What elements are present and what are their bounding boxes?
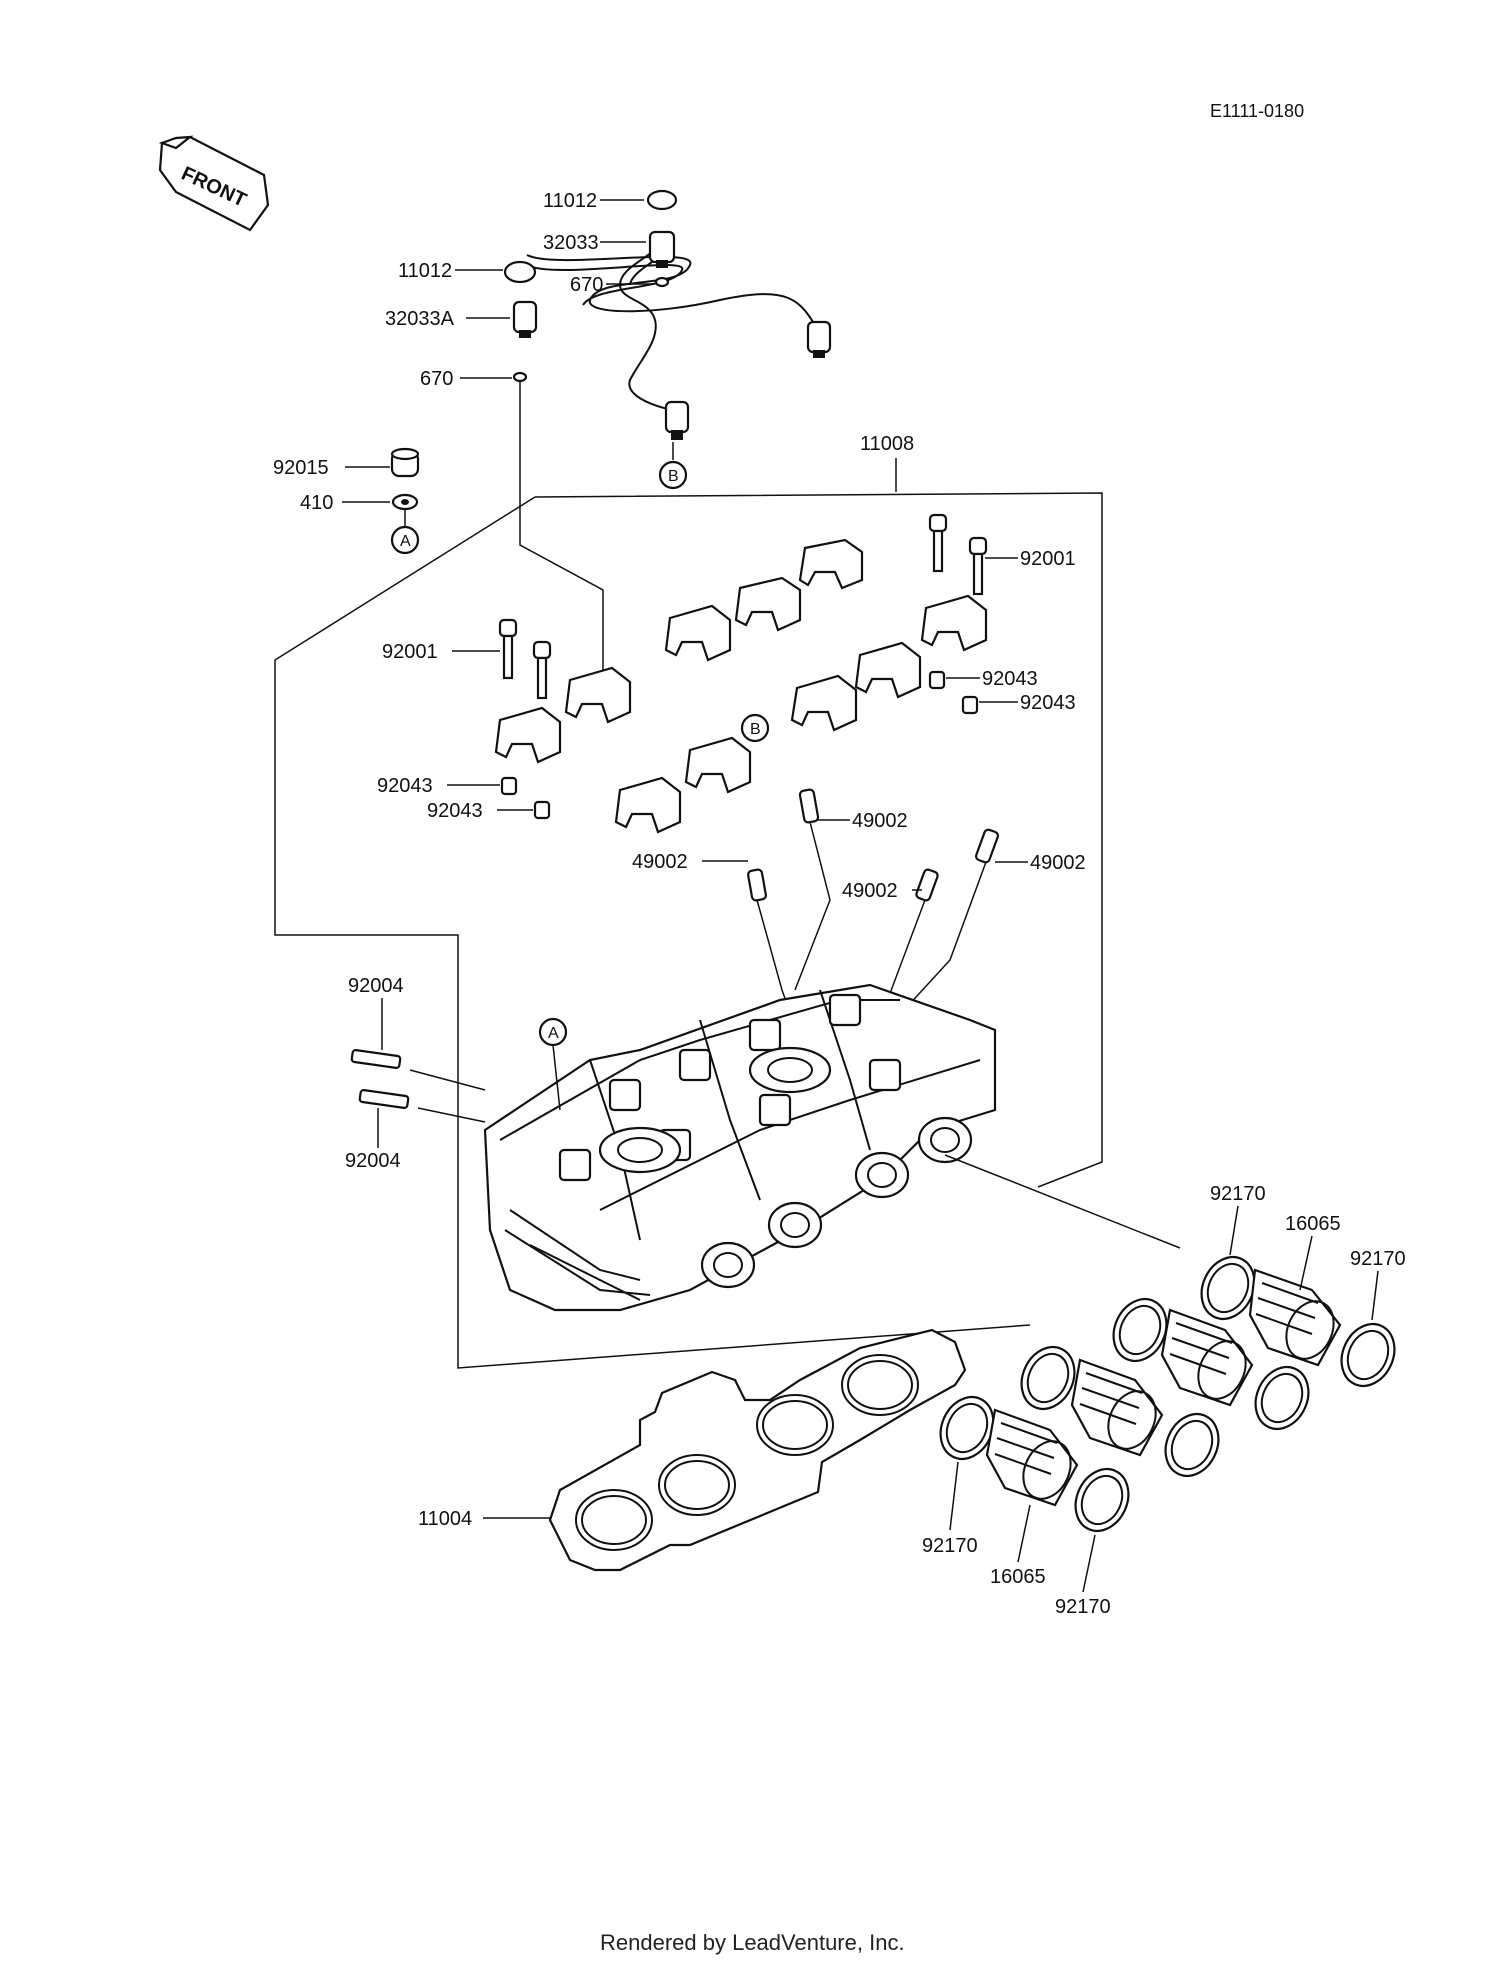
part-number: 92170 xyxy=(1055,1596,1111,1618)
part-number: 92170 xyxy=(922,1535,978,1557)
ref-letter: A xyxy=(548,1025,559,1042)
part-number: 92043 xyxy=(1020,692,1076,714)
part-number: 92001 xyxy=(1020,548,1076,570)
part-number: 92015 xyxy=(273,457,329,479)
part-number: 670 xyxy=(570,274,603,296)
part-number: 92043 xyxy=(377,775,433,797)
part-number: 49002 xyxy=(852,810,908,832)
part-number: 92170 xyxy=(1210,1183,1266,1205)
ref-marker-b xyxy=(658,460,688,490)
front-arrow-icon: FRONT xyxy=(158,135,270,232)
footer-credit: Rendered by LeadVenture, Inc. xyxy=(600,1930,905,1955)
part-number: 11012 xyxy=(543,190,597,212)
ref-letter: A xyxy=(400,533,411,550)
cap-icon xyxy=(646,189,678,211)
part-number: 92043 xyxy=(427,800,483,822)
cap-icon xyxy=(503,260,537,284)
oil-pipe-icon xyxy=(512,230,832,440)
o-ring-icon xyxy=(512,371,528,383)
part-number: 670 xyxy=(420,368,453,390)
part-number: 92001 xyxy=(382,641,438,663)
part-number: 92004 xyxy=(348,975,404,997)
part-number: 11008 xyxy=(860,433,914,455)
part-number: 92043 xyxy=(982,668,1038,690)
part-number: 49002 xyxy=(632,851,688,873)
bolt-icon xyxy=(498,618,552,700)
part-number: 11004 xyxy=(418,1508,472,1530)
part-number: 92170 xyxy=(1350,1248,1406,1270)
part-number: 92004 xyxy=(345,1150,401,1172)
stud-icon xyxy=(350,1049,410,1109)
dowel-icon xyxy=(500,776,518,796)
camshaft-cap-icon xyxy=(494,538,988,834)
part-number: 32033 xyxy=(543,232,599,254)
dowel-icon xyxy=(533,800,551,820)
dowel-icon xyxy=(928,670,946,690)
cap-nut-icon xyxy=(390,447,420,478)
diagram-code: E1111-0180 xyxy=(1210,101,1304,121)
ref-marker-b xyxy=(740,713,770,743)
ref-letter: B xyxy=(750,721,761,738)
ref-letter: B xyxy=(668,468,679,485)
part-number: 49002 xyxy=(842,880,898,902)
part-number: 16065 xyxy=(990,1566,1046,1588)
part-number: 16065 xyxy=(1285,1213,1341,1235)
o-ring-icon xyxy=(654,276,670,288)
fitting-icon xyxy=(747,788,1000,902)
bolt-icon xyxy=(928,513,988,596)
part-number: 32033A xyxy=(385,308,455,330)
intake-clamps-icon xyxy=(939,1256,1396,1532)
part-number: 410 xyxy=(300,492,333,514)
part-number: 49002 xyxy=(1030,852,1086,874)
dowel-icon xyxy=(961,695,979,715)
cylinder-head-icon xyxy=(483,983,997,1312)
head-gasket-icon xyxy=(548,1328,967,1572)
part-number: 11012 xyxy=(398,260,452,282)
